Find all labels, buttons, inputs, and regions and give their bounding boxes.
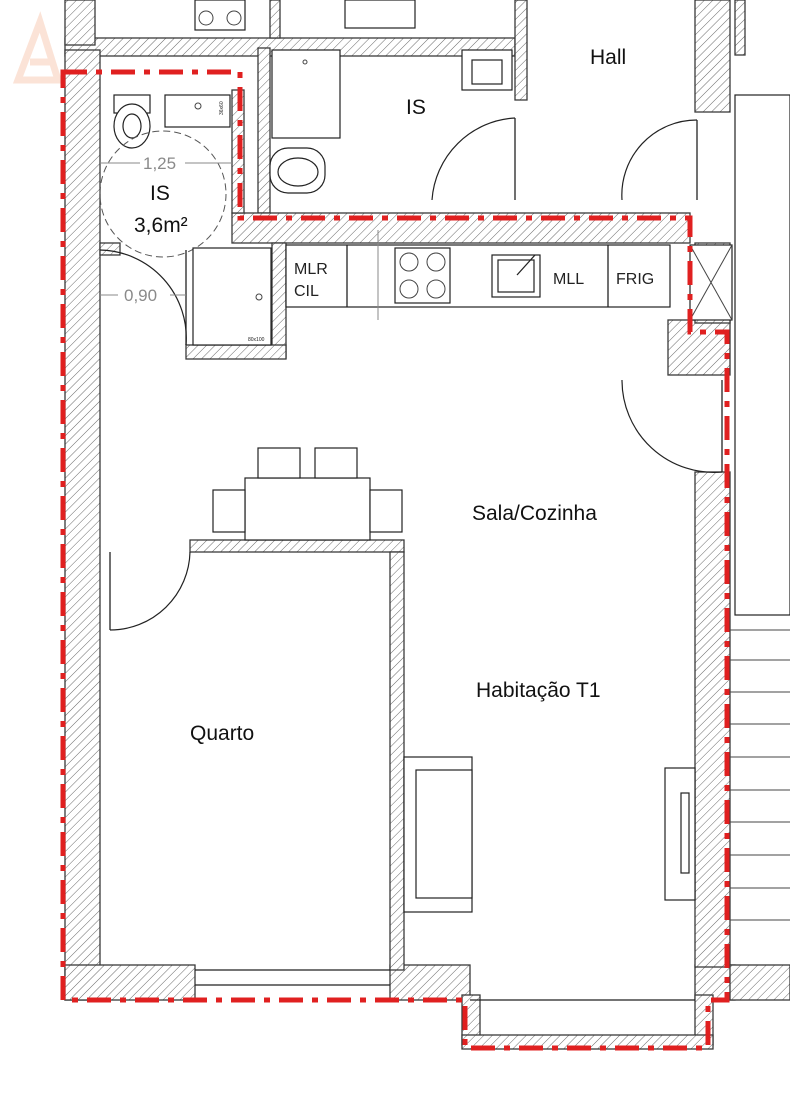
room-label-is: IS [150,182,170,205]
svg-text:36x60: 36x60 [219,101,225,115]
shower-size-label: 80x100 [248,337,265,343]
room-area-is: 3,6m² [134,214,188,237]
dimension-turning-circle: 1,25 [143,154,176,173]
dwelling-boundary [60,69,730,1051]
main-bathroom: 36x60 [99,94,272,346]
kitchen-counter [285,230,733,321]
kitchen-label-mlr: MLR [294,261,328,278]
room-label-hall: Hall [590,46,626,69]
stairs [730,94,790,921]
dimension-door-width: 0,90 [124,286,157,305]
kitchen-label-mll: MLL [553,271,584,288]
bedroom-door [109,551,191,631]
turning-circle [99,130,227,258]
sofa [403,756,473,913]
watermark-logo [12,11,63,84]
upper-bathroom [194,0,698,201]
room-label-habitacao: Habitação T1 [476,679,601,702]
entry-door [621,379,723,473]
room-label-sala-cozinha: Sala/Cozinha [472,502,597,525]
kitchen-label-frig: FRIG [616,271,654,288]
room-label-is-upper: IS [406,96,426,119]
room-label-quarto: Quarto [190,722,254,745]
walls [64,0,790,1001]
kitchen-label-cil: CIL [294,283,319,300]
tv-unit [664,767,696,901]
dining-table [212,447,403,541]
